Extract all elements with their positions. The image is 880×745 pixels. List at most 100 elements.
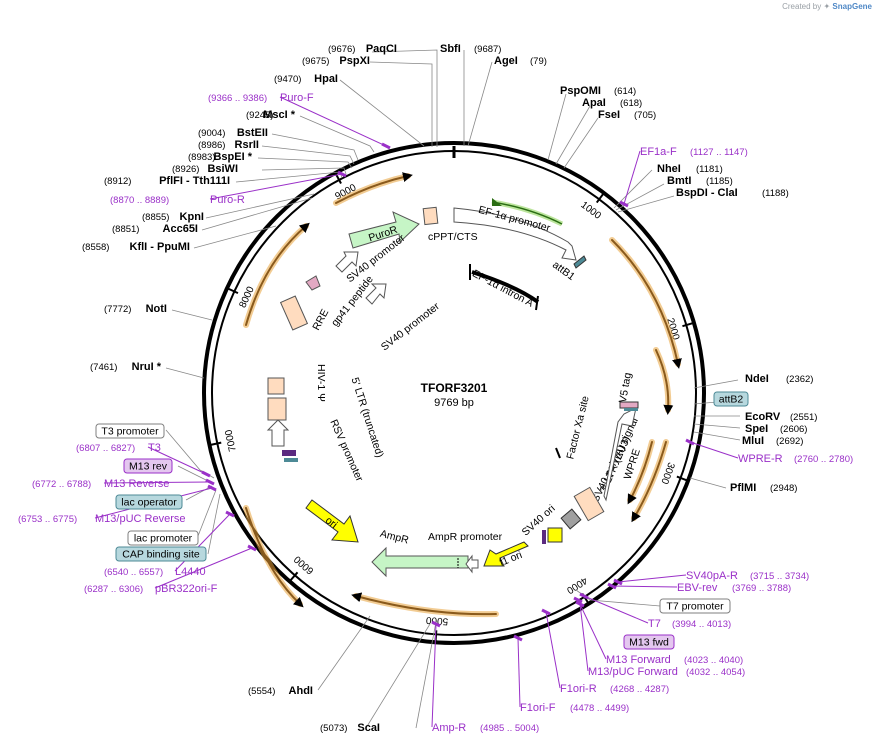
primer-leader <box>147 446 207 475</box>
enzyme-position: (8851) <box>112 224 139 235</box>
enzyme-name: EcoRV <box>745 411 781 423</box>
primer-mark <box>225 510 235 518</box>
enzyme-name: PflFI - Tth111I <box>159 175 230 187</box>
primer-name: F1ori-R <box>560 683 597 695</box>
ori-arrow <box>305 499 359 543</box>
enzyme-position: (1188) <box>762 188 789 199</box>
primer-leader <box>279 96 387 147</box>
tick-mark <box>595 192 605 204</box>
sv40-polya-box <box>560 508 582 530</box>
leader-lines <box>165 49 741 729</box>
enzyme-name: SbfI <box>440 43 461 55</box>
primer-mark <box>579 592 589 600</box>
enzyme-name: BmtI <box>667 175 691 187</box>
enzyme-name: KflI - PpuMI <box>130 241 191 253</box>
primer-name: M13/pUC Forward <box>588 666 678 678</box>
primer-mark <box>247 544 257 552</box>
primer-mark <box>573 596 583 604</box>
ef1a-promoter-arrow <box>453 207 577 261</box>
plasmid-size: 9769 bp <box>434 397 474 409</box>
enzyme-position: (618) <box>620 98 642 109</box>
enzyme-position: (8855) <box>142 212 169 223</box>
feature-box <box>623 634 675 650</box>
feature-box-label: T3 promoter <box>101 426 159 438</box>
primer-range: (6753 .. 6775) <box>18 514 77 525</box>
primer-mark <box>541 608 551 616</box>
enzyme-position: (9245) <box>246 110 273 121</box>
enzyme-position: (2606) <box>780 424 807 435</box>
feature-box <box>659 598 731 614</box>
primer-range: (9366 .. 9386) <box>208 93 267 104</box>
primer-leader <box>583 595 649 624</box>
ori-label: ori <box>323 514 340 531</box>
enzyme-name: HpaI <box>314 73 338 85</box>
primer-mark <box>337 170 347 178</box>
feature-box <box>95 423 165 439</box>
primer-range: (6287 .. 6306) <box>84 584 143 595</box>
enzyme-position: (8983) <box>188 152 215 163</box>
tick-label: 7000 <box>223 428 238 452</box>
primer-leader <box>623 150 641 205</box>
primer-mark <box>381 142 391 150</box>
credit-brand: SnapGene <box>832 2 872 11</box>
primer-mark <box>205 478 215 486</box>
puror-arrow <box>348 211 420 249</box>
credit-prefix: Created by <box>782 2 822 11</box>
feature-box-label: lac promoter <box>134 533 193 545</box>
primer-leader <box>579 603 589 672</box>
rsv-promoter-arrow <box>266 419 290 447</box>
orf-arrow-7 <box>243 505 303 607</box>
sv40-promoter-2-label: SV40 promoter <box>379 300 442 353</box>
primer-mark <box>431 620 441 628</box>
tick-label: 6000 <box>292 553 316 576</box>
feature-box-label: attB2 <box>719 394 744 406</box>
ef1a-intron-arc <box>471 270 540 304</box>
enzyme-position: (2551) <box>790 412 817 423</box>
primer-name: L4440 <box>175 566 206 578</box>
sv40-ori-box <box>547 527 563 543</box>
feature-box <box>713 391 749 407</box>
enzyme-position: (8912) <box>104 176 131 187</box>
primer-leader <box>689 441 739 459</box>
ampr-promoter-label: AmpR promoter <box>428 531 503 543</box>
primer-name: M13/pUC Reverse <box>95 513 185 525</box>
primer-mark <box>619 200 629 208</box>
enzyme-name: SpeI <box>745 423 768 435</box>
tick-mark <box>209 441 222 447</box>
enzyme-position: (79) <box>530 56 547 67</box>
primer-mark <box>207 484 217 492</box>
primer-range: (4985 .. 5004) <box>480 723 539 734</box>
tick-label: 5000 <box>425 614 448 627</box>
primer-leader <box>617 574 687 583</box>
primer-name: Amp-R <box>432 722 466 734</box>
enzyme-name: PspXI <box>339 55 370 67</box>
feature-box <box>123 458 173 474</box>
enzyme-position: (9675) <box>302 56 329 67</box>
enzyme-name: BspEI * <box>213 151 252 163</box>
primer-mark <box>613 578 623 586</box>
primer-name: T7 <box>648 618 661 630</box>
ltr5-label: 5' LTR (truncated) <box>349 376 386 459</box>
enzyme-position: (1185) <box>706 176 733 187</box>
primer-leader <box>577 599 607 660</box>
enzyme-name: AhdI <box>289 685 313 697</box>
feature-box <box>127 530 199 546</box>
primer-name: T3 <box>148 442 161 454</box>
sv40-promoter-arrow-1 <box>335 251 359 273</box>
primer-leader <box>545 611 561 689</box>
primer-leader <box>431 623 437 728</box>
enzyme-labels: PaqCI(9676)PspXI(9675)HpaI(9470)MscI *(9… <box>82 43 817 734</box>
sv40-promoter-arrow-2 <box>365 283 387 305</box>
primer-leader <box>103 481 211 484</box>
tick-label: 4000 <box>564 574 589 595</box>
orf-arrow-3 <box>609 237 681 367</box>
cppt-box <box>422 206 439 226</box>
ltr3-box <box>573 486 605 522</box>
enzyme-name: AgeI <box>494 55 518 67</box>
attb1-label: attB1 <box>550 259 577 283</box>
primer-name: EF1a-F <box>640 146 677 158</box>
tick-label: 1000 <box>578 200 603 222</box>
enzyme-position: (2948) <box>770 483 797 494</box>
primer-range: (6772 .. 6788) <box>32 479 91 490</box>
